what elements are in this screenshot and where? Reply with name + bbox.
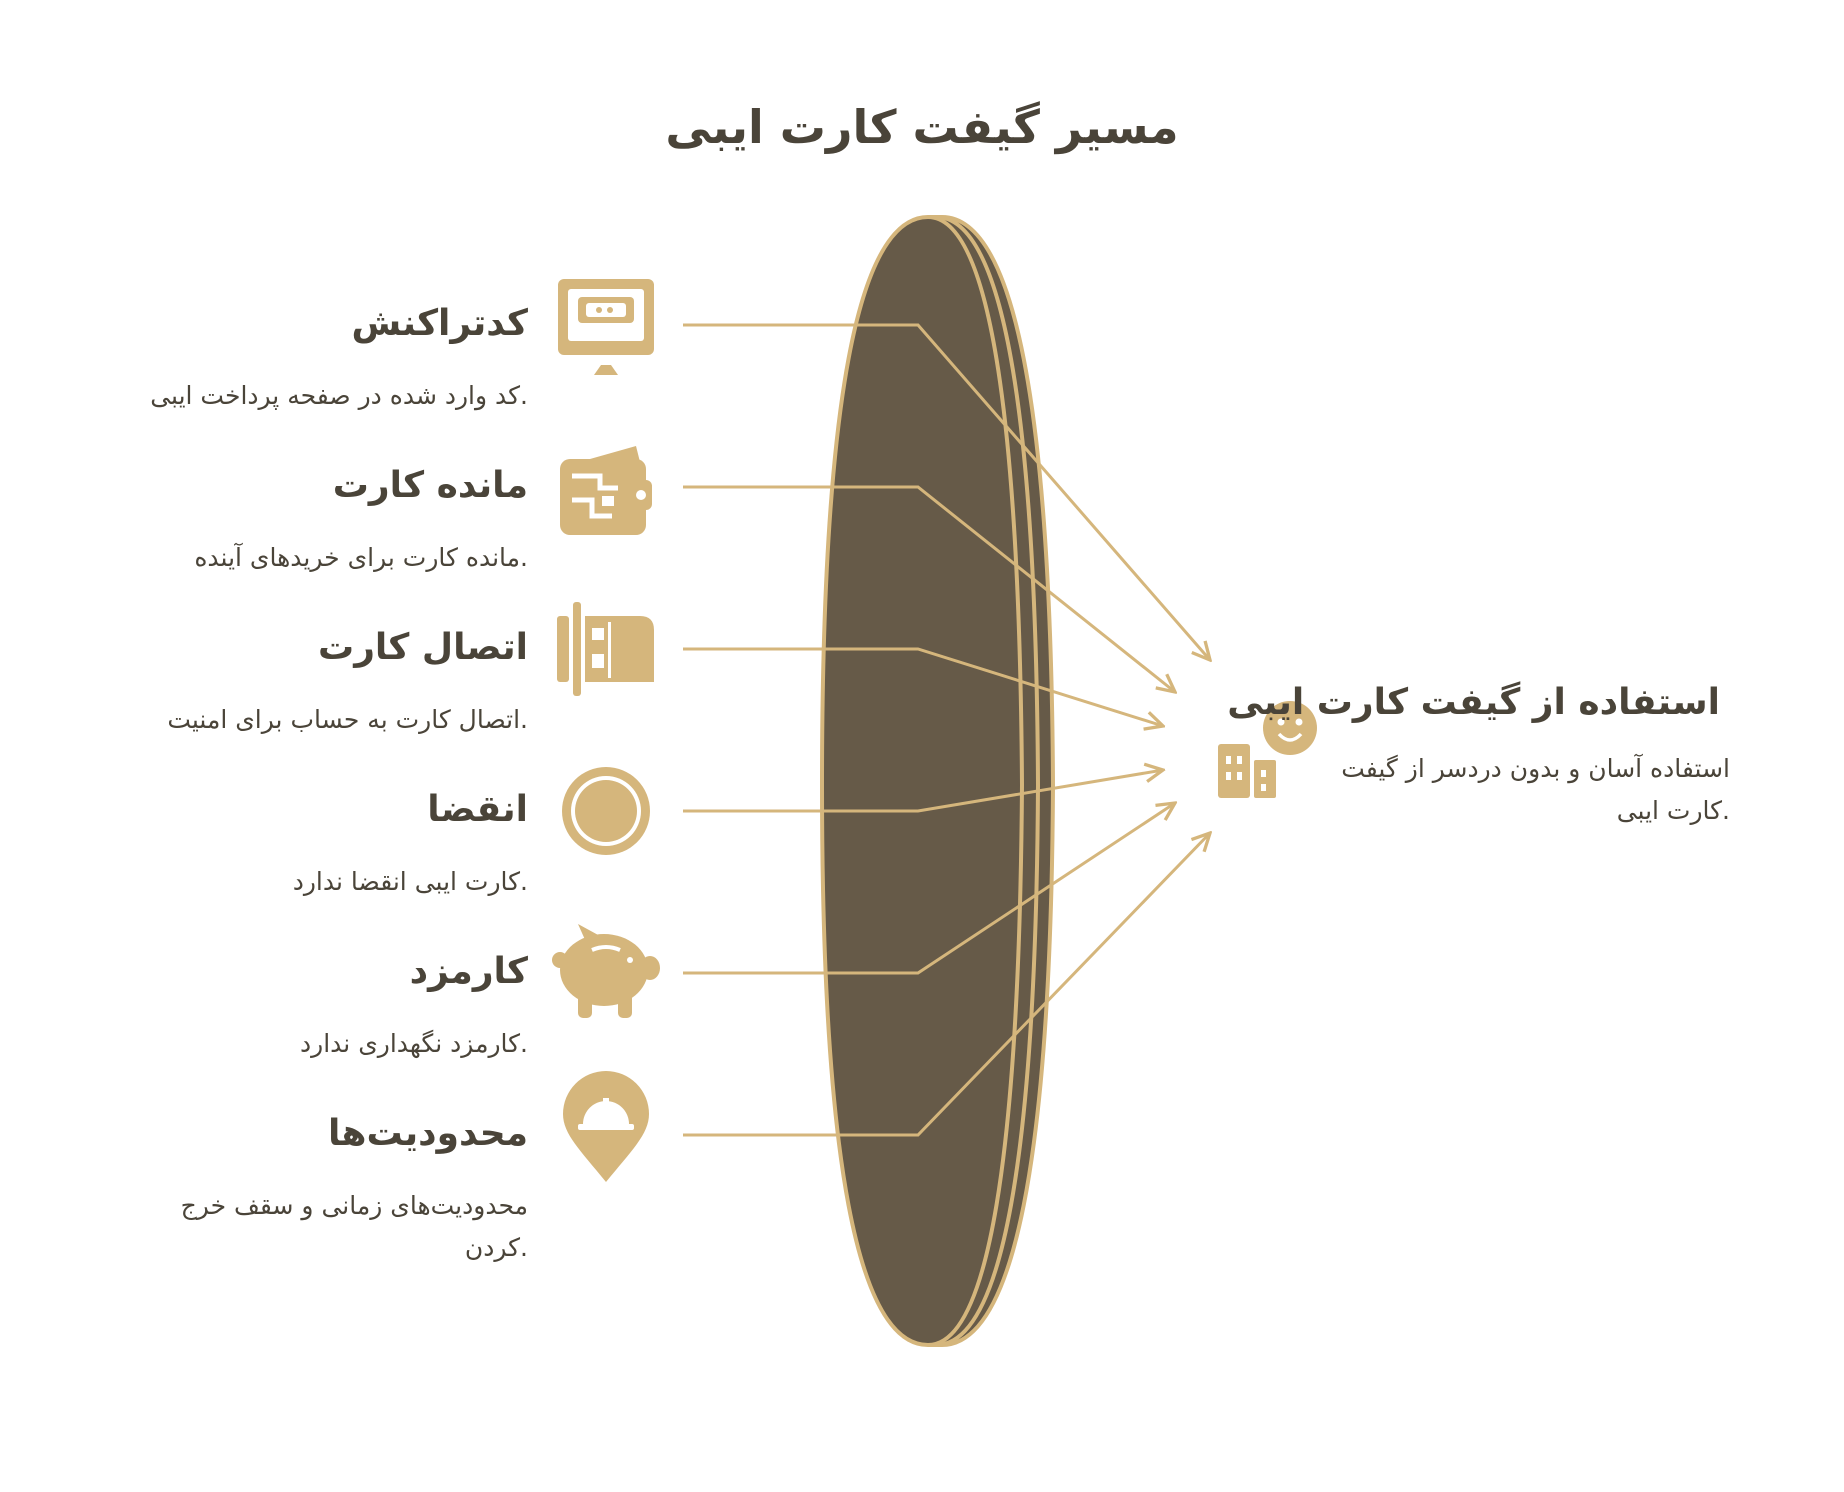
piggy-bank-icon (552, 924, 660, 1018)
item-desc: محدودیت‌های زمانی و سقف خرج .کردن (98, 1185, 528, 1269)
connector-line (683, 485, 1175, 692)
item-desc: .مانده کارت برای خریدهای آینده (194, 543, 528, 572)
item-title: اتصال کارت (318, 627, 528, 668)
item-title: انقضا (427, 789, 528, 830)
result-title: استفاده از گیفت کارت ایبی (1227, 682, 1720, 723)
connector-line (683, 833, 1210, 1137)
item-desc: .کارمزد نگهداری ندارد (300, 1029, 528, 1058)
hardhat-pin-icon (563, 1071, 649, 1182)
happy-building-icon (1218, 701, 1317, 798)
circle-icon (562, 767, 650, 855)
wallet-icon (560, 446, 652, 535)
item-desc-line: .کردن (464, 1233, 528, 1262)
connector-line (683, 770, 1163, 813)
item-desc: .کارت ایبی انقضا ندارد (292, 867, 528, 896)
result-desc-line: استفاده آسان و بدون دردسر از گیفت (1341, 754, 1730, 783)
item-desc: .اتصال کارت به حساب برای امنیت (167, 705, 528, 734)
page-title: مسیر گیفت کارت ایبی (665, 100, 1179, 154)
item-desc: .کد وارد شده در صفحه پرداخت ایبی (150, 381, 528, 410)
connector-line (683, 803, 1175, 975)
item-desc-line: محدودیت‌های زمانی و سقف خرج (180, 1191, 528, 1220)
item-title: کدتراکنش (351, 303, 528, 344)
connector-line (683, 323, 1210, 660)
lens-shape (819, 215, 1056, 1347)
result-desc-line: .کارت ایبی (1616, 796, 1730, 825)
item-title: مانده کارت (332, 465, 528, 506)
result-desc: استفاده آسان و بدون دردسر از گیفت .کارت … (1330, 748, 1730, 832)
connector-line (683, 647, 1163, 726)
card-slot-icon (557, 602, 654, 696)
monitor-icon (558, 279, 654, 375)
item-title: کارمزد (409, 951, 528, 992)
item-title: محدودیت‌ها (328, 1113, 528, 1154)
